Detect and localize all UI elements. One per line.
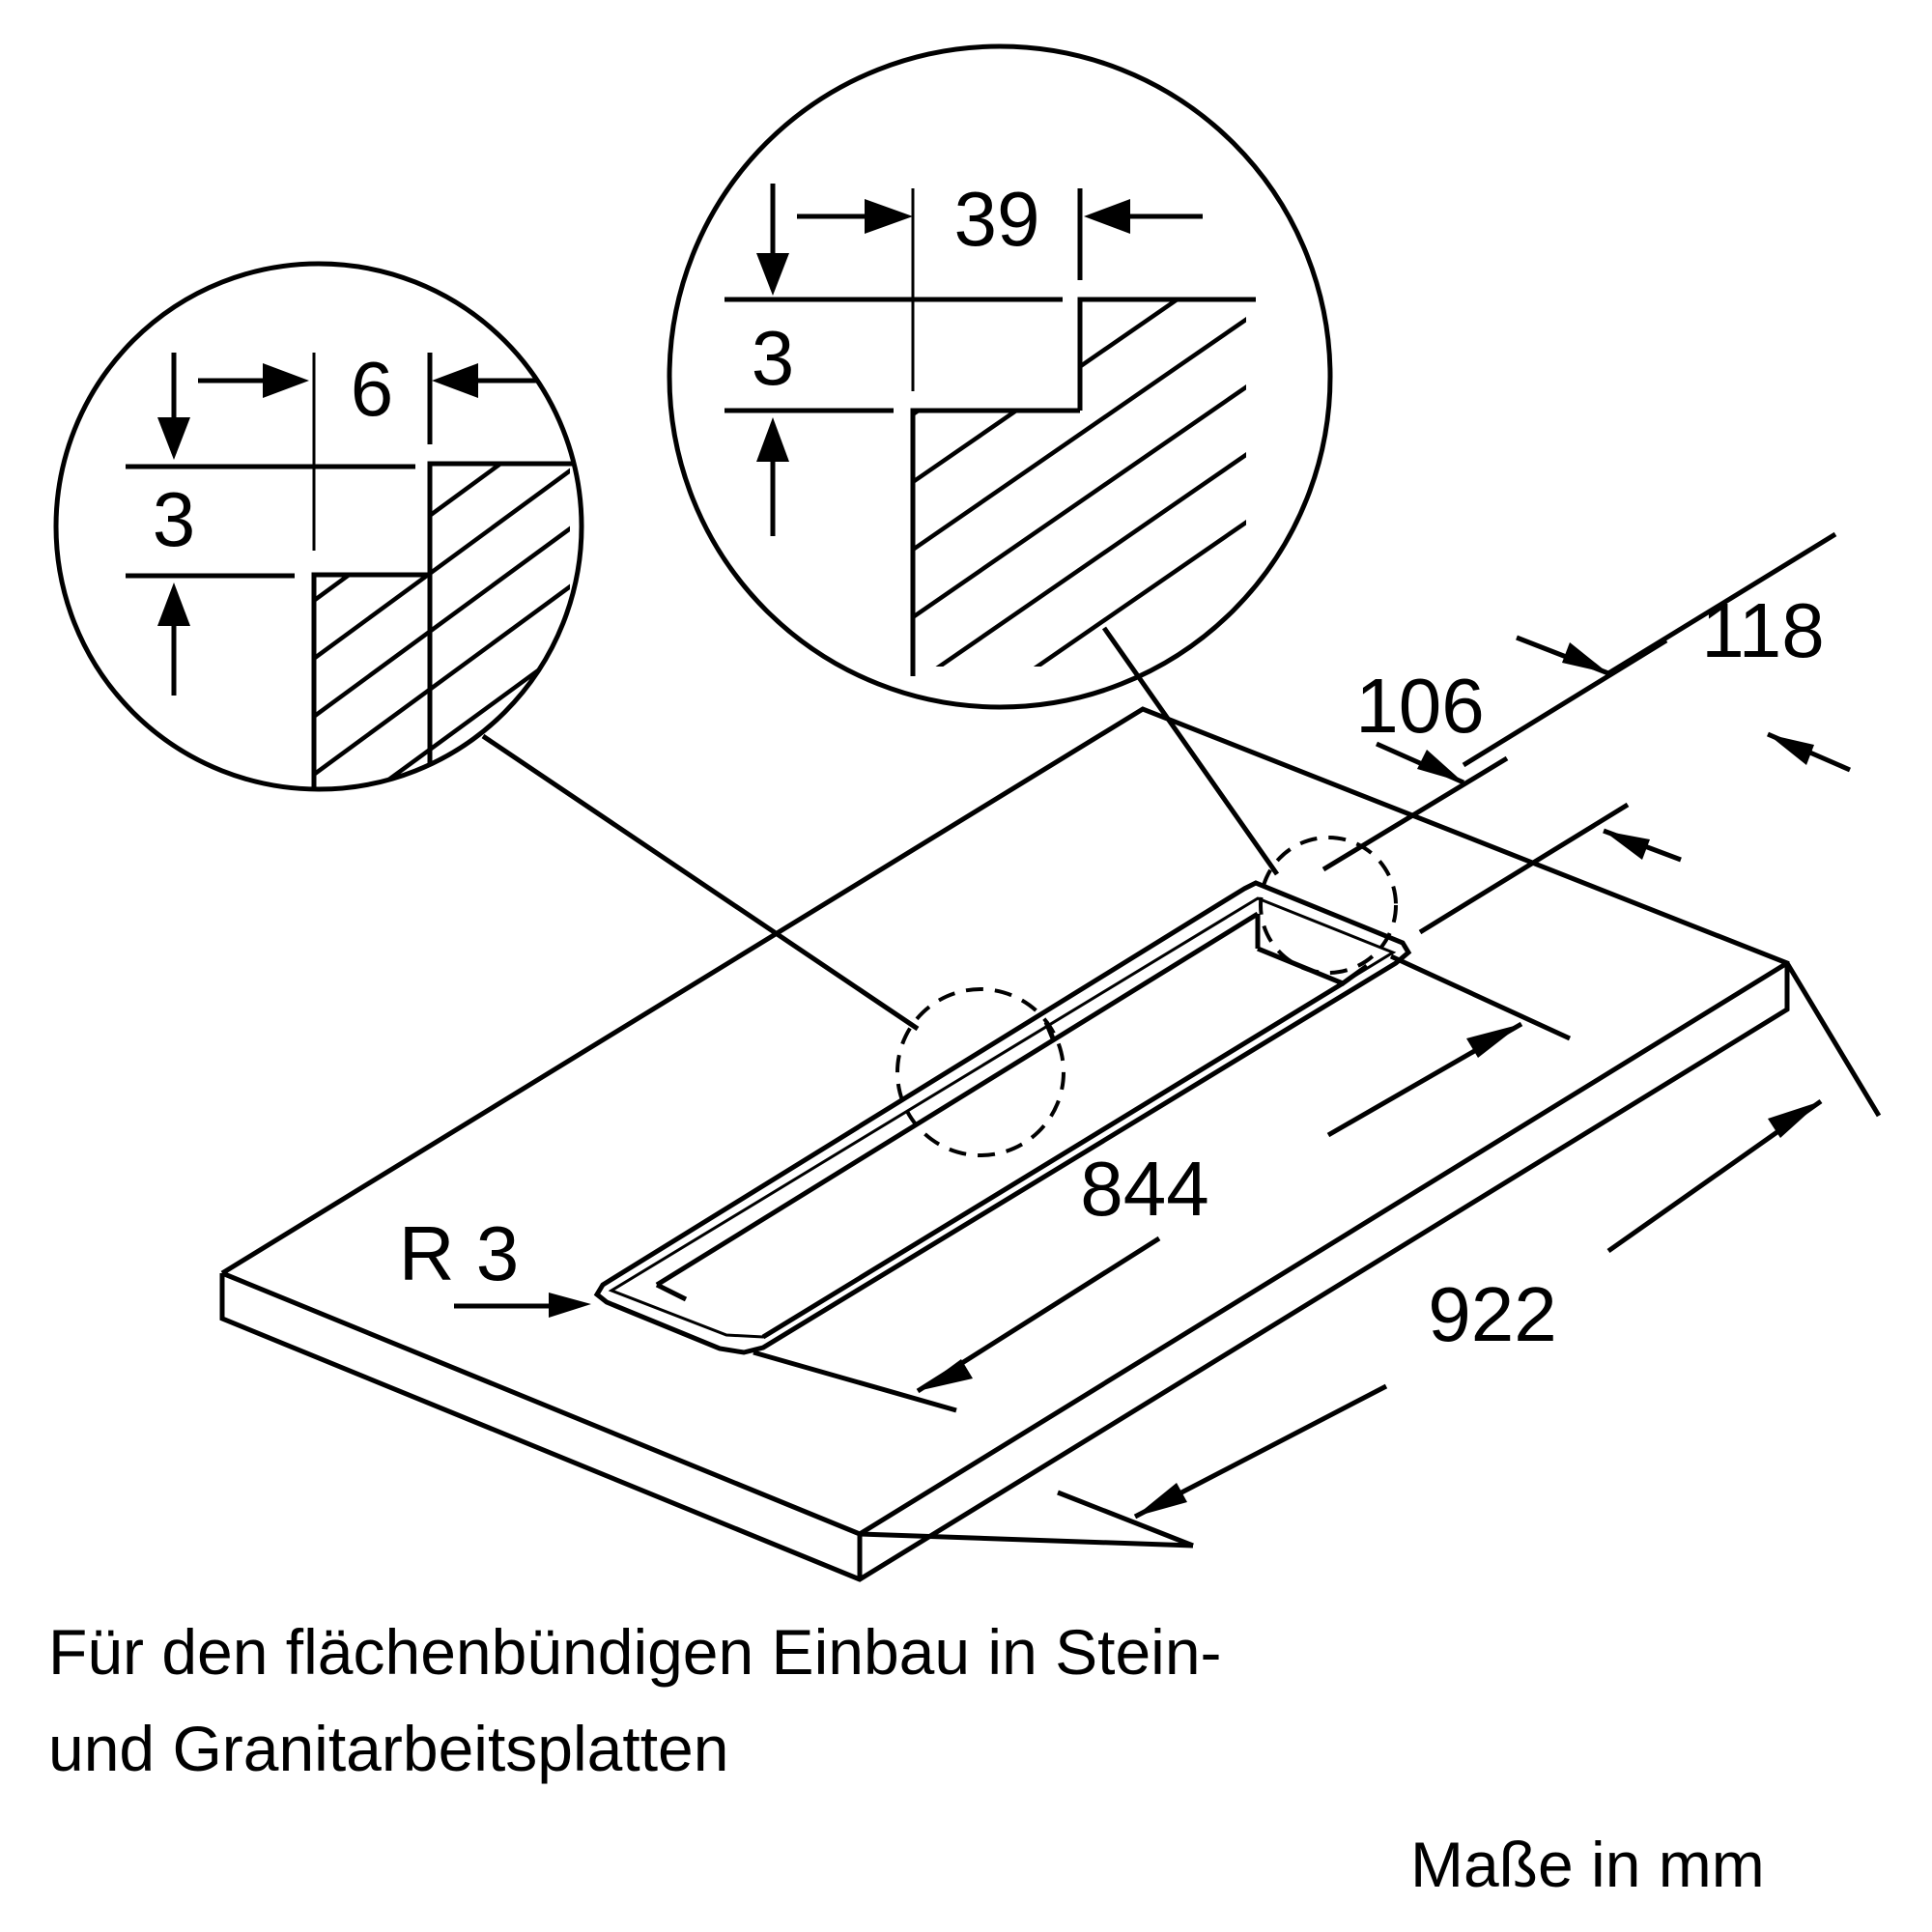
caption-line-1: Für den flächenbündigen Einbau in Stein- <box>48 1616 1222 1688</box>
dimension-106-118: 106 118 <box>1321 531 1851 935</box>
leader-right <box>1101 626 1280 876</box>
detail-circle-left: 6 3 <box>53 261 584 792</box>
units-note: Maße in mm <box>1410 1829 1765 1900</box>
radius-label: R 3 <box>399 1210 520 1296</box>
worktop <box>219 706 1790 1582</box>
leader-left <box>481 733 920 1032</box>
dimension-922-label: 922 <box>1428 1271 1556 1357</box>
dimension-844-label: 844 <box>1080 1146 1208 1232</box>
cutout <box>593 880 1412 1355</box>
detail-right-depth-label: 3 <box>752 315 795 401</box>
dimension-106-label: 106 <box>1355 663 1484 749</box>
detail-marker-left <box>895 987 1065 1157</box>
radius-callout: R 3 <box>399 1210 591 1318</box>
dimension-922: 922 <box>859 961 1882 1548</box>
detail-marker-right <box>1259 836 1398 975</box>
detail-right-gap-label: 39 <box>954 176 1040 262</box>
dimension-844: 844 <box>753 953 1572 1413</box>
detail-circle-right: 39 3 <box>667 43 1333 710</box>
dimension-118-label: 118 <box>1701 587 1825 673</box>
detail-left-depth-label: 3 <box>153 476 196 562</box>
detail-left-gap-label: 6 <box>351 346 394 432</box>
caption-line-2: und Granitarbeitsplatten <box>48 1713 729 1784</box>
